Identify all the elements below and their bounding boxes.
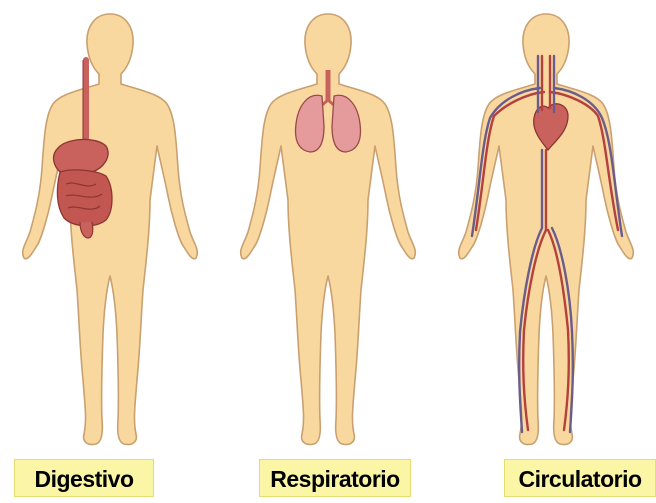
digestive-body-illustration <box>0 0 220 460</box>
circulatory-label: Circulatorio <box>504 459 656 497</box>
respiratory-label: Respiratorio <box>259 459 411 497</box>
respiratory-system-figure <box>218 0 438 503</box>
circulatory-system-figure <box>436 0 656 503</box>
circulatory-body-illustration <box>436 0 656 460</box>
digestive-system-figure <box>0 0 220 503</box>
digestive-label: Digestivo <box>14 459 154 497</box>
respiratory-body-illustration <box>218 0 438 460</box>
intestines-shape <box>57 170 112 226</box>
